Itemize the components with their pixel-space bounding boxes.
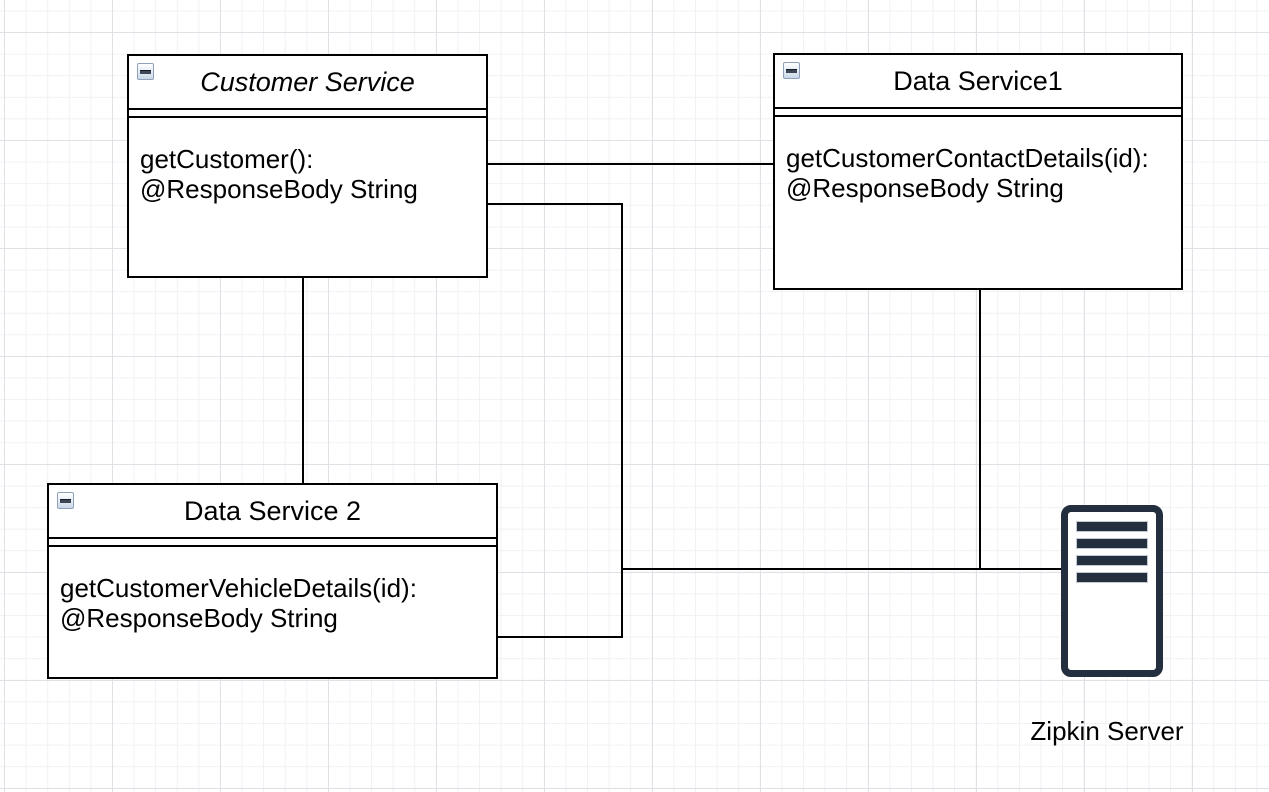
method-line: @ResponseBody String bbox=[786, 173, 1064, 203]
data-service1-node[interactable]: Data Service1 getCustomerContactDetails(… bbox=[773, 53, 1183, 290]
collapse-minus-icon[interactable] bbox=[57, 492, 74, 509]
connector-to-zipkin-server[interactable] bbox=[621, 568, 1063, 570]
customer-service-title: Customer Service bbox=[200, 66, 415, 97]
customer-service-methods: getCustomer(): @ResponseBody String bbox=[129, 118, 486, 204]
connector-customer-service-to-data-service1[interactable] bbox=[488, 163, 775, 165]
server-bar bbox=[1077, 573, 1147, 582]
data-service2-title: Data Service 2 bbox=[183, 495, 362, 526]
method-line: @ResponseBody String bbox=[140, 174, 418, 204]
connector-elbow-vertical[interactable] bbox=[621, 203, 623, 638]
data-service1-methods: getCustomerContactDetails(id): @Response… bbox=[775, 117, 1181, 203]
server-bar bbox=[1077, 522, 1147, 531]
data-service1-title-bar: Data Service1 bbox=[775, 55, 1181, 109]
data-service2-title-bar: Data Service 2 bbox=[49, 485, 496, 539]
method-line: @ResponseBody String bbox=[60, 603, 338, 633]
collapse-minus-icon[interactable] bbox=[783, 62, 800, 79]
data-service2-node[interactable]: Data Service 2 getCustomerVehicleDetails… bbox=[47, 483, 498, 679]
server-icon[interactable] bbox=[1061, 505, 1163, 677]
server-bar bbox=[1077, 539, 1147, 548]
compartment-separator bbox=[129, 110, 486, 118]
connector-elbow-to-data-service2[interactable] bbox=[496, 636, 623, 638]
data-service1-title: Data Service1 bbox=[893, 65, 1063, 96]
zipkin-server-label: Zipkin Server bbox=[1030, 716, 1184, 746]
server-bar bbox=[1077, 556, 1147, 565]
minus-glyph bbox=[140, 69, 151, 74]
connector-customer-service-to-data-service2[interactable] bbox=[302, 276, 304, 485]
data-service2-methods: getCustomerVehicleDetails(id): @Response… bbox=[49, 547, 496, 633]
method-line: getCustomer(): bbox=[140, 144, 314, 174]
method-line: getCustomerContactDetails(id): bbox=[786, 143, 1149, 173]
minus-glyph bbox=[60, 498, 71, 503]
method-line: getCustomerVehicleDetails(id): bbox=[60, 573, 417, 603]
minus-glyph bbox=[786, 68, 797, 73]
customer-service-title-bar: Customer Service bbox=[129, 56, 486, 110]
connector-data-service1-down[interactable] bbox=[979, 290, 981, 570]
compartment-separator bbox=[49, 539, 496, 547]
compartment-separator bbox=[775, 109, 1181, 117]
collapse-minus-icon[interactable] bbox=[137, 63, 154, 80]
customer-service-node[interactable]: Customer Service getCustomer(): @Respons… bbox=[127, 54, 488, 278]
connector-customer-service-elbow-horizontal[interactable] bbox=[488, 203, 623, 205]
